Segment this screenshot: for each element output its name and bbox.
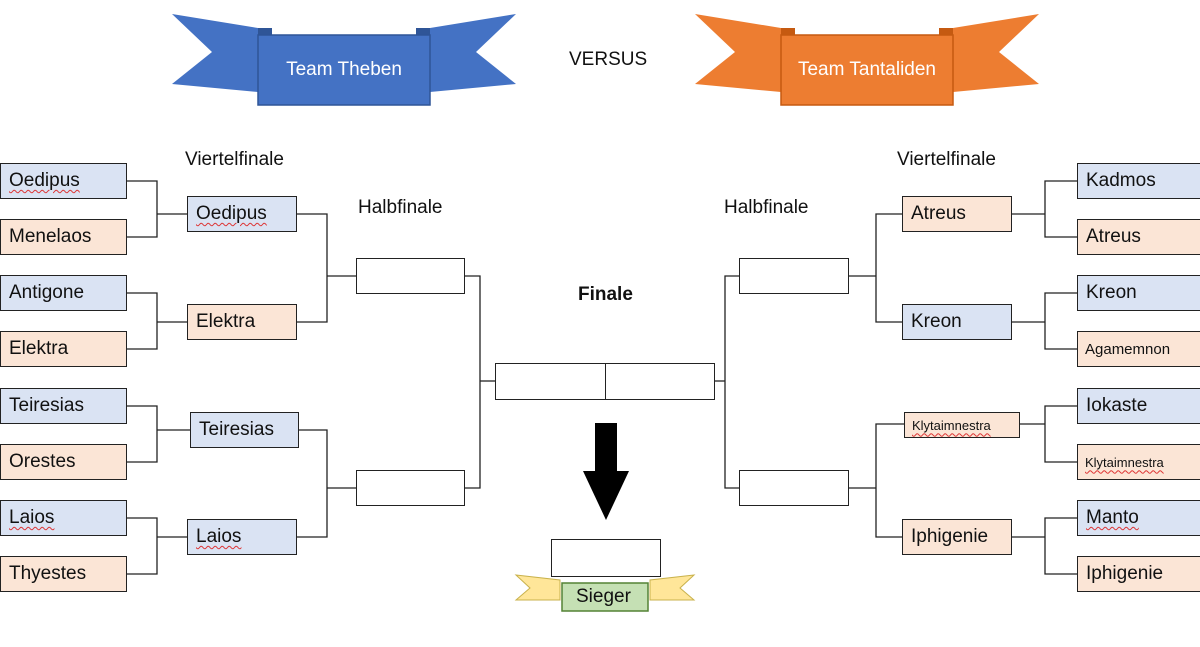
left-player-6[interactable]: Orestes (0, 444, 127, 480)
left-player-7[interactable]: Laios (0, 500, 127, 536)
left-player-2[interactable]: Menelaos (0, 219, 127, 255)
right-player-1[interactable]: Kadmos (1077, 163, 1200, 199)
winner-banner (514, 574, 696, 612)
right-semifinal-label: Halbfinale (724, 197, 809, 218)
right-quarterfinal-label: Viertelfinale (897, 149, 996, 170)
right-quarter-winner-2[interactable]: Kreon (902, 304, 1012, 340)
left-quarter-winner-3[interactable]: Teiresias (190, 412, 299, 448)
left-player-3[interactable]: Antigone (0, 275, 127, 311)
down-arrow-icon (583, 423, 629, 520)
left-quarter-winner-4[interactable]: Laios (187, 519, 297, 555)
winner-slot[interactable] (551, 539, 661, 577)
versus-label: VERSUS (569, 49, 648, 70)
team-right-banner (695, 14, 1039, 106)
left-player-5[interactable]: Teiresias (0, 388, 127, 424)
left-player-4[interactable]: Elektra (0, 331, 127, 367)
left-quarterfinal-label: Viertelfinale (185, 149, 284, 170)
right-semi-slot-2[interactable] (739, 470, 849, 506)
left-quarter-winner-2[interactable]: Elektra (187, 304, 297, 340)
right-player-6[interactable]: Klytaimnestra (1077, 444, 1200, 480)
right-quarter-winner-3[interactable]: Klytaimnestra (904, 412, 1020, 438)
right-player-7[interactable]: Manto (1077, 500, 1200, 536)
team-left-banner (172, 14, 516, 106)
right-semi-slot-1[interactable] (739, 258, 849, 294)
team-right-name: Team Tantaliden (797, 59, 937, 80)
final-slot-left[interactable] (495, 363, 606, 400)
left-semi-slot-2[interactable] (356, 470, 465, 506)
left-semi-slot-1[interactable] (356, 258, 465, 294)
right-quarter-winner-4[interactable]: Iphigenie (902, 519, 1012, 555)
final-label: Finale (578, 284, 633, 305)
right-quarter-winner-1[interactable]: Atreus (902, 196, 1012, 232)
right-player-3[interactable]: Kreon (1077, 275, 1200, 311)
right-player-2[interactable]: Atreus (1077, 219, 1200, 255)
left-semifinal-label: Halbfinale (358, 197, 443, 218)
right-player-5[interactable]: Iokaste (1077, 388, 1200, 424)
left-player-8[interactable]: Thyestes (0, 556, 127, 592)
winner-label: Sieger (576, 586, 631, 607)
left-player-1[interactable]: Oedipus (0, 163, 127, 199)
team-left-name: Team Theben (286, 59, 402, 80)
right-player-4[interactable]: Agamemnon (1077, 331, 1200, 367)
right-player-8[interactable]: Iphigenie (1077, 556, 1200, 592)
final-slot-right[interactable] (605, 363, 715, 400)
left-quarter-winner-1[interactable]: Oedipus (187, 196, 297, 232)
